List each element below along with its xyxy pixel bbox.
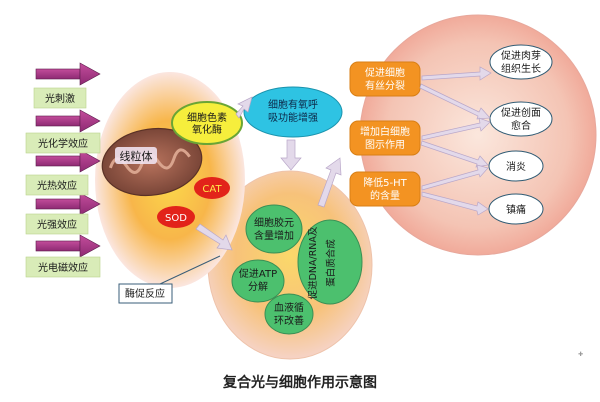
effect-text-2: 光化学效应 <box>38 137 88 150</box>
effect-text-5: 光电磁效应 <box>38 261 88 274</box>
effect-label-3: 光热效应 <box>25 174 89 196</box>
atp-node: 促进ATP 分解 <box>231 259 285 303</box>
blood-line-2: 环改善 <box>274 314 304 327</box>
atp-line-2: 分解 <box>248 280 268 293</box>
mechanism-node-2: 增加白细胞 图示作用 <box>349 120 421 156</box>
dna-line-2: 蛋白质合成 <box>325 239 337 287</box>
outcome-4-line-1: 镇痛 <box>506 203 526 216</box>
incoming-arrows <box>35 62 101 258</box>
outcome-node-1: 促进肉芽 组织生长 <box>489 44 553 80</box>
mitochondrion: 线粒体 <box>101 127 203 197</box>
respiration-node: 细胞有氧呼 吸功能增强 <box>243 86 343 138</box>
effect-label-4: 光强效应 <box>25 213 89 235</box>
mitochondria-label: 线粒体 <box>120 149 153 163</box>
sod-label: SOD <box>165 213 187 224</box>
effect-text-3: 光热效应 <box>37 179 77 192</box>
mechanism-node-1: 促进细胞 有丝分裂 <box>349 61 421 97</box>
cat-node: CAT <box>194 177 230 199</box>
arrow-1 <box>35 62 101 86</box>
diagram-caption: 复合光与细胞作用示意图 <box>223 375 377 391</box>
arrow-mech1-to-out2 <box>419 83 491 120</box>
arrow-cyto-to-resp <box>235 96 253 119</box>
mechanism-1-line-2: 有丝分裂 <box>365 79 405 92</box>
collagen-line-2: 含量增加 <box>254 229 294 242</box>
respiration-line-2: 吸功能增强 <box>268 111 318 124</box>
sod-node: SOD <box>157 206 195 228</box>
arrow-4 <box>35 192 101 216</box>
mechanism-2-line-2: 图示作用 <box>365 139 405 151</box>
outcome-1-line-2: 组织生长 <box>501 62 541 75</box>
corner-mark: ✚ <box>578 351 583 358</box>
effect-text-1: 光刺激 <box>45 92 75 105</box>
arrow-resp-down <box>280 139 302 171</box>
blood-line-1: 血液循 <box>274 301 304 314</box>
arrow-mech2-to-out3 <box>420 140 489 168</box>
mechanism-node-3: 降低5-HT 的含量 <box>349 171 421 207</box>
mechanism-2-line-1: 增加白细胞 <box>360 125 410 138</box>
collagen-node: 细胞胶元 含量增加 <box>245 204 303 254</box>
enzyme-reaction-callout: 酶促反应 <box>118 255 221 304</box>
effect-text-4: 光强效应 <box>37 218 77 231</box>
arrow-5 <box>35 234 101 258</box>
effect-label-1: 光刺激 <box>33 87 87 109</box>
connector-arrows <box>195 66 492 251</box>
effect-label-2: 光化学效应 <box>25 132 101 154</box>
mechanism-1-line-1: 促进细胞 <box>365 66 405 79</box>
outcome-node-3: 消炎 <box>488 150 544 182</box>
cat-label: CAT <box>202 184 222 195</box>
collagen-line-1: 细胞胶元 <box>254 216 294 229</box>
arrow-mech2-to-out2 <box>421 117 491 141</box>
arrow-sod-to-lower <box>195 223 233 251</box>
arrow-mech3-to-out3 <box>421 164 489 191</box>
outcome-2-line-2: 愈合 <box>511 119 531 132</box>
cytochrome-line-1: 细胞色素 <box>187 111 227 124</box>
arrow-3 <box>35 149 101 173</box>
arrow-lower-to-mech <box>317 157 342 208</box>
enzyme-reaction-label: 酶促反应 <box>125 287 165 300</box>
arrow-mech3-to-out4 <box>421 191 489 216</box>
mechanism-3-line-2: 的含量 <box>370 189 400 202</box>
cytochrome-oxidase-node: 细胞色素 氧化酶 <box>171 101 243 145</box>
respiration-line-1: 细胞有氧呼 <box>268 98 318 111</box>
outcome-node-2: 促进创面 愈合 <box>489 101 553 137</box>
outcome-1-line-1: 促进肉芽 <box>501 49 541 62</box>
blood-node: 血液循 环改善 <box>264 293 314 335</box>
arrow-mech1-to-out1 <box>421 66 492 81</box>
mechanism-3-line-1: 降低5-HT <box>363 176 407 189</box>
outcome-3-line-1: 消炎 <box>506 160 526 173</box>
atp-line-1: 促进ATP <box>239 267 277 280</box>
cytochrome-line-2: 氧化酶 <box>192 123 222 136</box>
outcome-node-4: 镇痛 <box>488 193 544 225</box>
outcome-2-line-1: 促进创面 <box>501 106 541 119</box>
dna-line-1: 促进DNA/RNA及 <box>307 226 319 299</box>
dna-node: 促进DNA/RNA及 蛋白质合成 <box>297 219 363 305</box>
effect-label-5: 光电磁效应 <box>25 256 101 278</box>
arrow-2 <box>35 109 101 133</box>
